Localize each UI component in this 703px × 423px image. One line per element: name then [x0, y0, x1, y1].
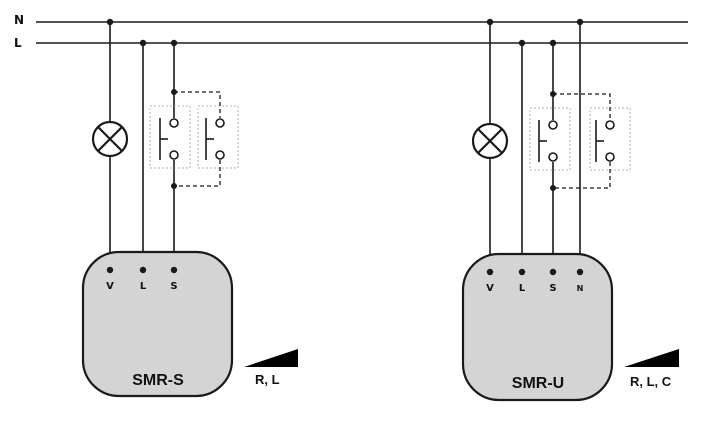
left-circuit: [109, 22, 175, 270]
smr-u-module: [461, 252, 614, 402]
push-button-icon: [205, 118, 225, 160]
push-button-icon: [159, 118, 179, 160]
lamp-icon: [91, 120, 129, 158]
smr-u-load-types: R, L, C: [630, 374, 672, 389]
neutral-bus-label: N: [14, 13, 24, 27]
smr-u-terminal-v: V: [486, 283, 494, 294]
left-switch-boxes: [149, 105, 239, 169]
smr-u-terminal-n: N: [577, 284, 584, 293]
smr-s-module-name: SMR-S: [132, 372, 184, 389]
right-parallel-wiring: [553, 93, 611, 189]
right-junction-dots: [486, 18, 584, 191]
smr-u-terminal-s: S: [549, 283, 556, 294]
smr-s-terminal-s: S: [170, 281, 177, 292]
smr-s-terminal-l: L: [140, 281, 147, 292]
smr-s-terminal-v: V: [106, 281, 114, 292]
dimmer-ramp-icon: [624, 349, 679, 367]
smr-s-module: [81, 250, 234, 398]
lamp-icon: [471, 122, 509, 160]
live-bus-label: L: [14, 36, 22, 50]
push-button-icon: [538, 120, 558, 162]
dimmer-ramp-icon: [244, 349, 298, 367]
smr-u-module-name: SMR-U: [512, 375, 564, 392]
smr-u-terminal-l: L: [519, 283, 526, 294]
right-circuit: [489, 22, 581, 272]
left-parallel-wiring: [174, 91, 221, 187]
smr-s-load-types: R, L: [255, 372, 280, 387]
push-button-icon: [595, 120, 615, 162]
